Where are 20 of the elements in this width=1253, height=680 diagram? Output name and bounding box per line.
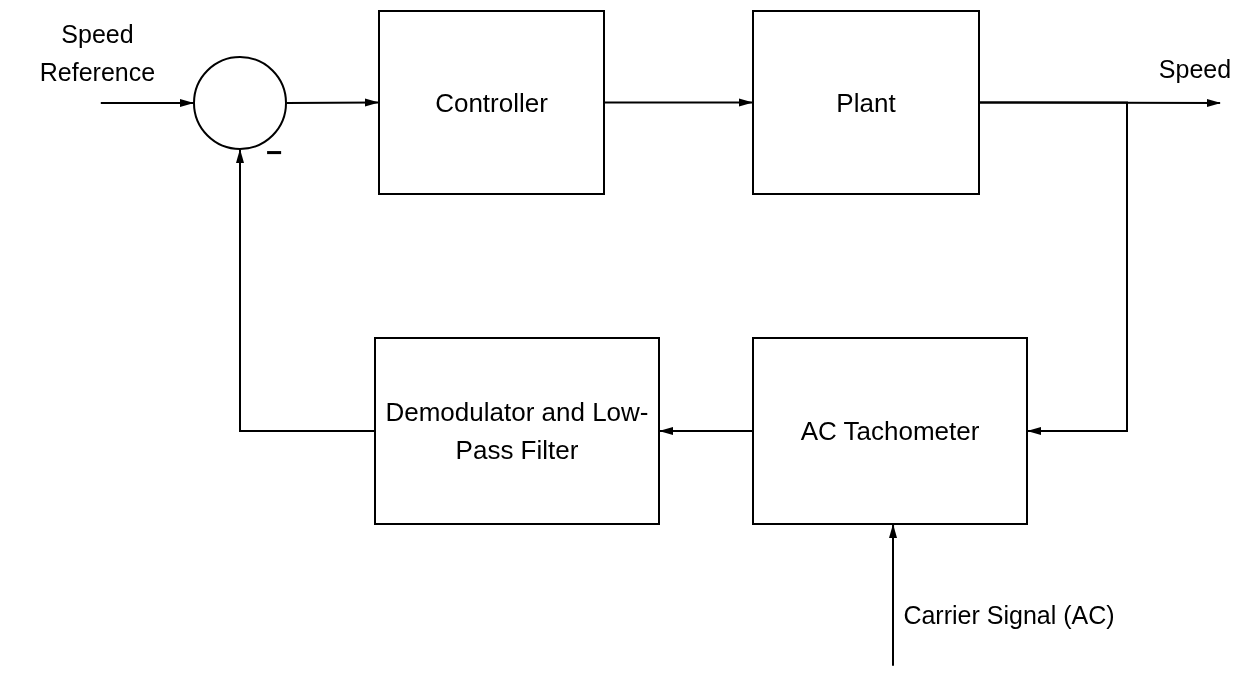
block-label: AC Tachometer <box>800 415 980 448</box>
arrow <box>604 98 753 107</box>
block-box <box>752 10 980 195</box>
block-box <box>378 10 605 195</box>
block-label: Demodulator and Low-Pass Filter <box>384 396 650 467</box>
block-label: Plant <box>836 86 896 120</box>
arrow <box>659 427 753 435</box>
arrow <box>236 149 375 432</box>
signal-label: Carrier Signal (AC) <box>903 600 1115 631</box>
arrow <box>889 524 898 667</box>
signal-label: Speed <box>1158 54 1232 85</box>
summing-junction <box>193 56 287 150</box>
arrow <box>99 99 194 107</box>
arrow <box>979 101 1128 435</box>
block-box <box>374 337 660 525</box>
sign-label: − <box>266 138 283 168</box>
block-box <box>752 337 1028 525</box>
block-label: Controller <box>435 86 548 120</box>
arrow <box>286 98 379 107</box>
signal-label: Speed Reference <box>38 19 157 88</box>
